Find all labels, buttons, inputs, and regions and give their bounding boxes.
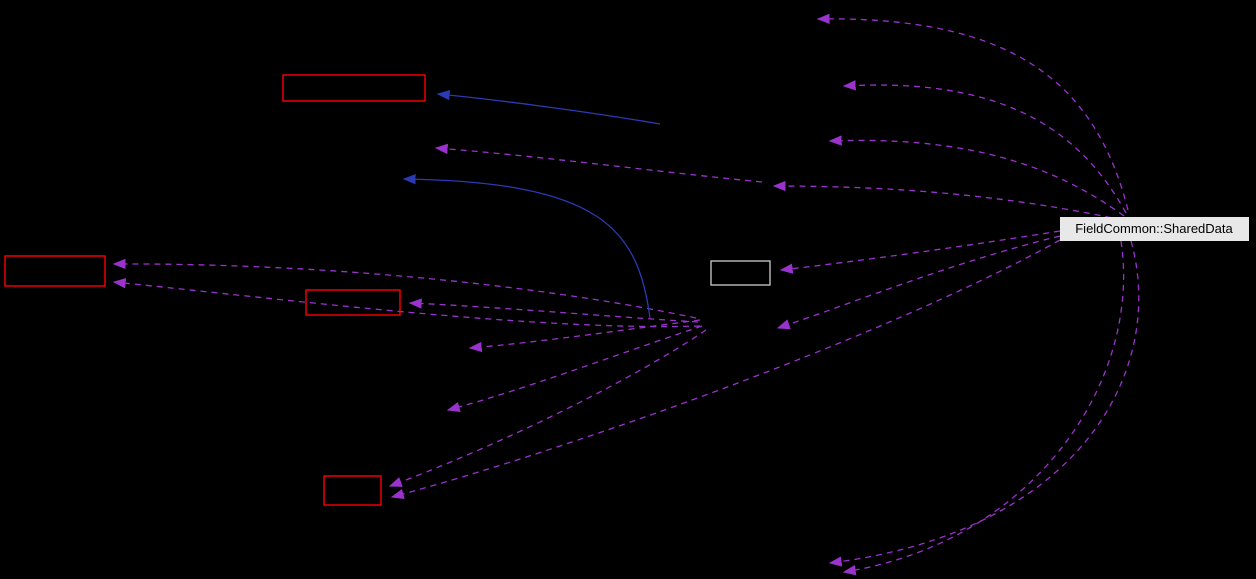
edge-hub-to-mid-red-node [408,298,699,323]
edge-hub-to-left-red-node-1 [112,258,697,319]
edge-main-to-gray-node [779,230,1061,274]
node-small-red[interactable] [323,475,382,506]
edge-hub-fan-1 [468,319,701,353]
edge-main-to-hub [776,235,1061,330]
node-main-shareddata[interactable]: FieldCommon::SharedData [1060,217,1249,241]
edge-upper-fan [434,143,763,183]
node-topleft-red[interactable] [282,74,426,102]
edge-main-bottom-sweep-1 [828,240,1140,567]
node-main-label: FieldCommon::SharedData [1075,221,1233,236]
node-main-box[interactable] [1060,217,1249,241]
edge-blue-to-topleft-red-node [436,89,661,125]
edge-hub-to-small-red-node [388,329,707,487]
edge-hub-to-left-red-node-2 [112,278,701,328]
node-center-gray[interactable] [710,260,771,286]
edge-blue-hook [402,173,651,319]
edge-main-to-top-node-2 [842,80,1127,214]
node-mid-red[interactable] [305,289,401,316]
node-left-red[interactable] [4,255,106,287]
edge-main-to-top-node-4 [772,180,1123,221]
edge-main-bottom-sweep-2 [842,240,1125,576]
edge-main-to-top-node-1 [816,13,1129,211]
edge-main-to-top-node-3 [828,135,1125,217]
edge-hub-fan-2 [446,325,703,413]
